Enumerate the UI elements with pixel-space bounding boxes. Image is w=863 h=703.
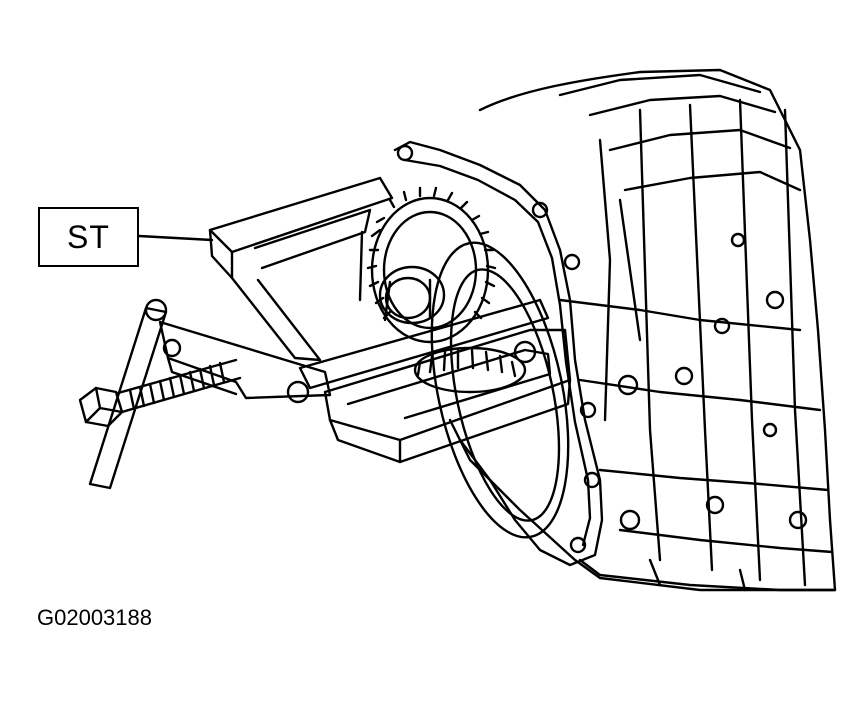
special-tool-callout: ST [38, 207, 139, 267]
figure-id: G02003188 [37, 605, 152, 630]
special-tool-frame [162, 176, 572, 464]
transmission-case [448, 68, 837, 592]
gear-assembly [366, 186, 527, 394]
callout-label: ST [67, 218, 110, 255]
forcing-screw [78, 298, 332, 490]
bell-housing-flange [393, 140, 604, 567]
callout-leader-line [137, 234, 214, 242]
